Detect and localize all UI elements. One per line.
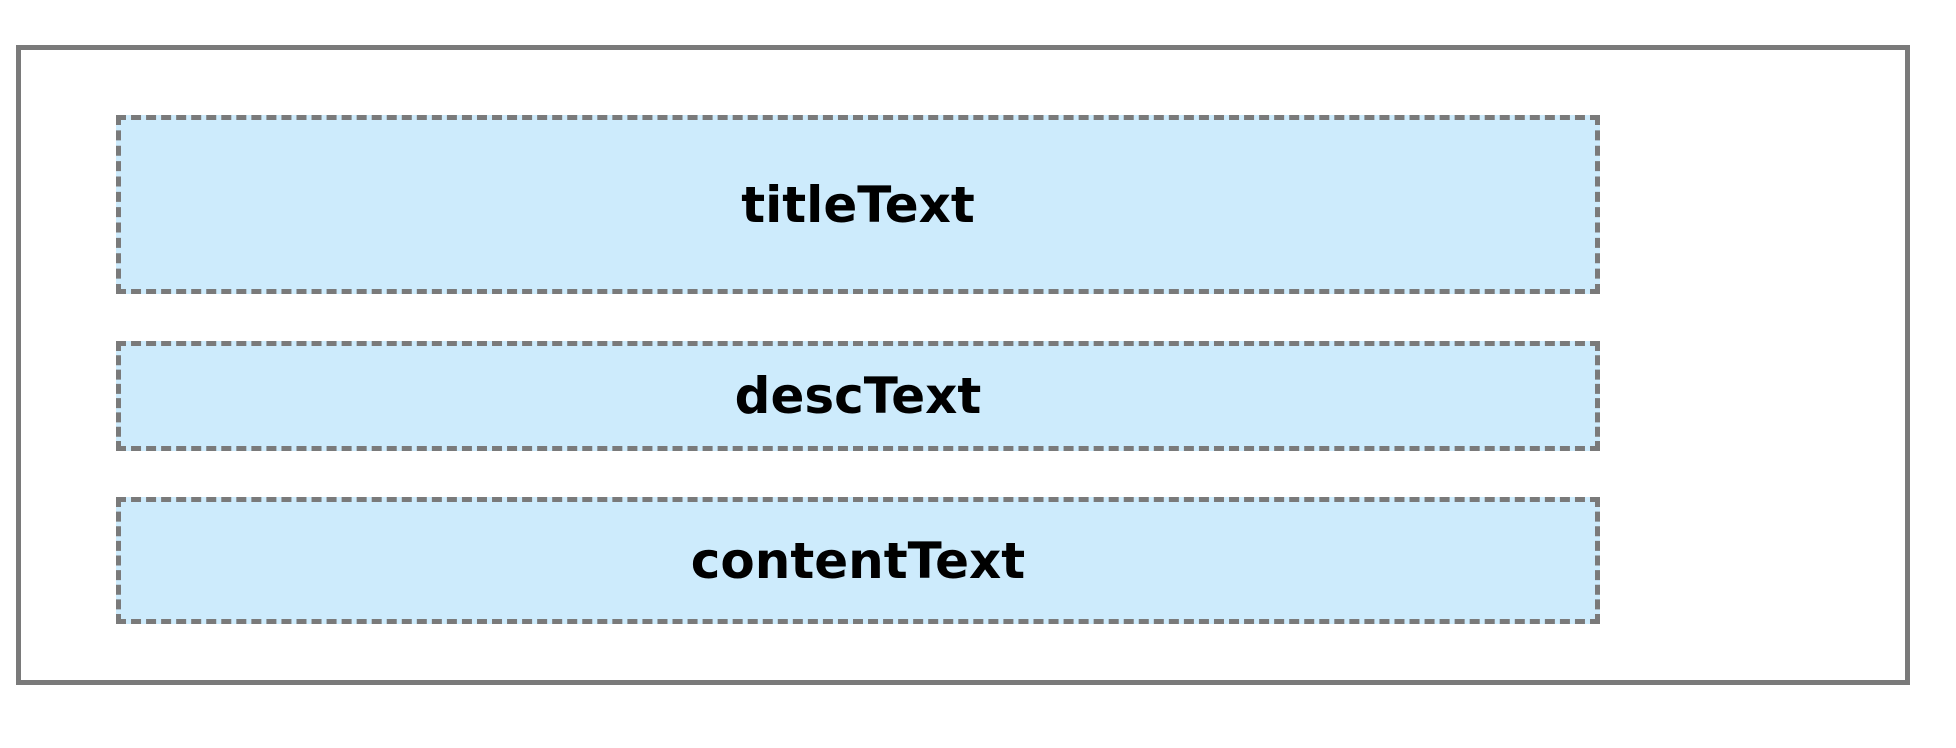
desc-text-label: descText [734,367,982,425]
content-text-label: contentText [690,531,1026,590]
content-text-slot: contentText [116,497,1600,624]
title-text-label: titleText [741,175,975,234]
desc-text-slot: descText [116,341,1600,451]
title-text-slot: titleText [116,115,1600,294]
